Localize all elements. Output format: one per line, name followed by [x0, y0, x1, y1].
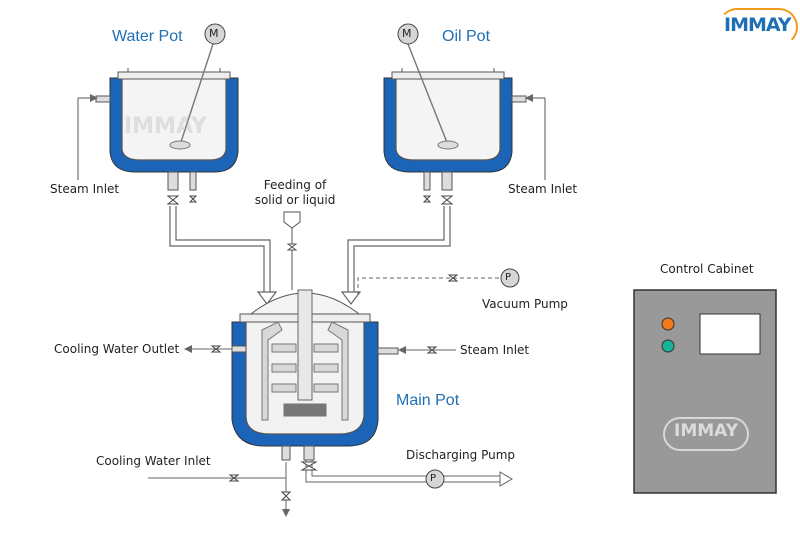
water-pot-impeller — [169, 140, 191, 150]
indicator-light-green — [661, 339, 675, 353]
vacuum-pump-symbol-circle — [500, 268, 520, 288]
indicator-light-orange — [661, 317, 675, 331]
water-pot-vessel — [121, 78, 227, 161]
water-pot-title: Water Pot — [112, 28, 183, 45]
discharging-pump-symbol: P — [430, 473, 437, 484]
oil-pot-motor — [397, 23, 419, 45]
oil-pot-agitator-shaft — [407, 43, 449, 146]
discharging-pump-symbol-circle — [425, 469, 445, 489]
feeding-label-line1: Feeding of — [263, 178, 327, 192]
oil-pot-vessel — [395, 78, 501, 161]
vacuum-line — [357, 268, 520, 295]
cooling-water-outlet-label: Cooling Water Outlet — [54, 342, 180, 356]
oil-pot-title: Oil Pot — [442, 28, 491, 45]
main-pot-title: Main Pot — [396, 392, 460, 409]
control-cabinet-title: Control Cabinet — [660, 262, 754, 276]
main-pot-steam-inlet-label: Steam Inlet — [460, 343, 530, 357]
oil-pot — [383, 43, 546, 191]
oil-pot-steam-port — [511, 95, 527, 103]
watermark-logo: IMMAY — [124, 114, 207, 139]
water-pot-lid — [117, 71, 231, 80]
feeding-hopper — [283, 211, 301, 290]
control-display — [699, 313, 761, 355]
water-pot-motor-symbol: M — [209, 27, 219, 40]
main-pot — [231, 289, 399, 461]
valve-icons — [166, 195, 454, 205]
water-pot-steam-port — [95, 95, 111, 103]
water-pot-motor — [204, 23, 226, 45]
discharging-pump-label: Discharging Pump — [406, 448, 516, 462]
vacuum-pump-label: Vacuum Pump — [482, 297, 568, 311]
control-cabinet-watermark: IMMAY — [674, 421, 738, 441]
transfer-pipes — [169, 206, 451, 305]
water-pot-steam-inlet-label: Steam Inlet — [50, 182, 120, 196]
main-pot-lines — [148, 345, 513, 517]
oil-pot-motor-symbol: M — [402, 27, 412, 40]
oil-pot-impeller — [437, 140, 459, 150]
control-cabinet — [633, 289, 777, 494]
brand-logo-text: IMMAY — [724, 14, 792, 36]
oil-pot-lid — [391, 71, 505, 80]
water-pot-agitator-shaft — [179, 43, 214, 146]
oil-pot-steam-inlet-label: Steam Inlet — [508, 182, 578, 196]
feeding-label-line2: solid or liquid — [254, 193, 336, 207]
vacuum-pump-symbol: P — [505, 272, 512, 283]
cooling-water-inlet-label: Cooling Water Inlet — [96, 454, 211, 468]
water-pot — [77, 43, 239, 191]
brand-logo: IMMAY — [716, 4, 798, 46]
